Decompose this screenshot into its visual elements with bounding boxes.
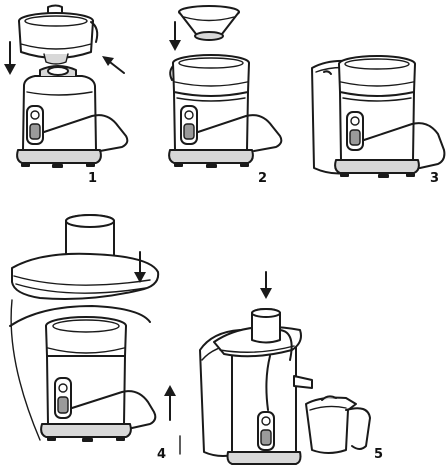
step-2-motor-base (169, 92, 281, 168)
step-1-illustration (4, 6, 127, 169)
step-2-filter-basket (179, 6, 239, 40)
step-2-arrow-down (169, 22, 181, 51)
step-4-arrow-up (164, 385, 176, 420)
step-3-filter-bowl (339, 56, 415, 96)
step-3-number: 3 (430, 172, 439, 185)
step-2-illustration (169, 6, 281, 168)
step-5-number: 5 (374, 448, 383, 461)
step-5-arrow-down (260, 272, 272, 299)
step-5-juice-jug (306, 396, 370, 453)
step-2-filter-bowl (170, 55, 249, 96)
step-1-number: 1 (88, 172, 97, 185)
step-3-motor-base (335, 92, 444, 178)
step-1-arrow-diagonal (102, 56, 124, 73)
step-4-number: 4 (157, 448, 166, 461)
step-1-motor-base (17, 66, 127, 168)
step-5-illustration (200, 272, 370, 464)
step-4-cover-lid (12, 254, 158, 299)
step-1-filter-bowl (19, 6, 97, 65)
step-3-illustration (312, 56, 444, 178)
step-4-illustration (10, 215, 180, 454)
step-2-number: 2 (258, 172, 267, 185)
step-4-filter-bowl (10, 306, 150, 361)
step-1-arrow-down (4, 42, 16, 75)
